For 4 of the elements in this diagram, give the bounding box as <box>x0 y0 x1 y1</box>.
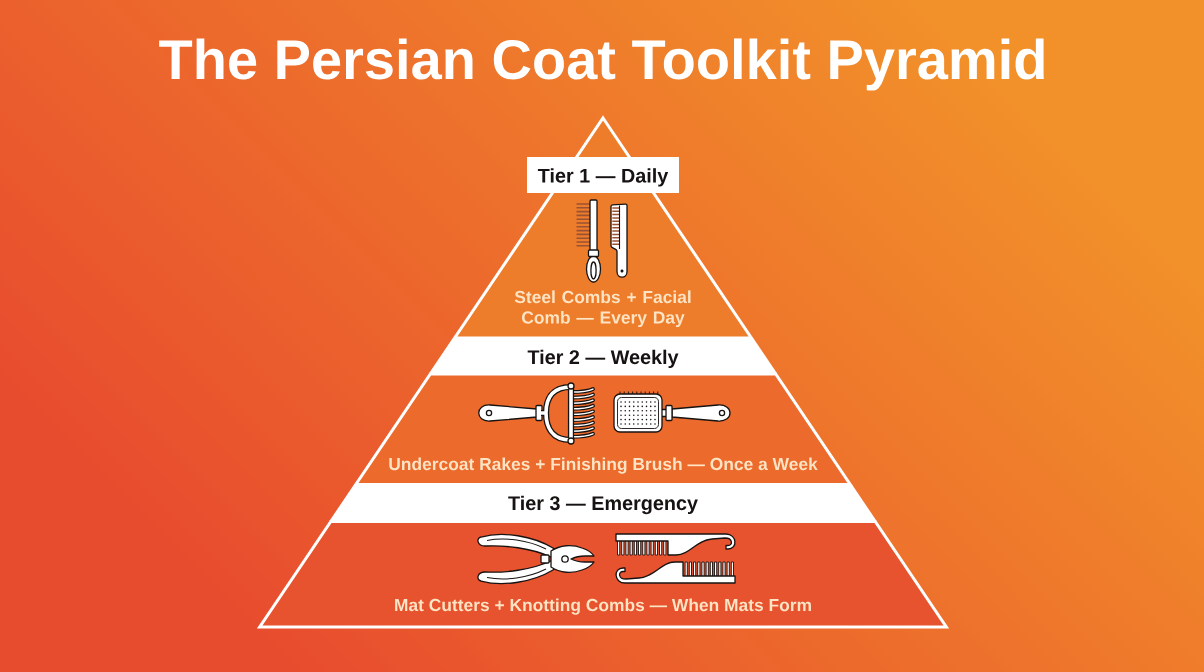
label-band: Tier 3 — Emergency <box>329 485 877 521</box>
title: The Persian Coat Toolkit Pyramid <box>159 38 1044 91</box>
label-box: Tier 1 — Daily <box>527 157 679 193</box>
label-band: Tier 2 — Weekly <box>428 339 778 374</box>
